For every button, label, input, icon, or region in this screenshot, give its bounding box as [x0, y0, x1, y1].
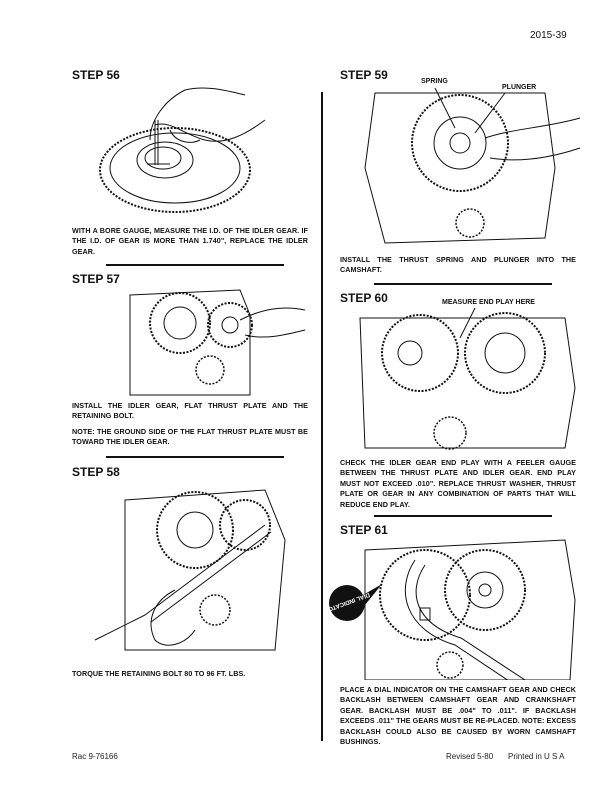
step-60-text: CHECK THE IDLER GEAR END PLAY WITH A FEE…: [340, 458, 576, 509]
engine-housing: [365, 93, 555, 243]
step-57-title: STEP 57: [72, 272, 120, 286]
spring-callout: SPRING: [421, 78, 448, 85]
plunger-callout: PLUNGER: [502, 84, 537, 91]
page-number: 2015-39: [530, 30, 567, 41]
idler-gear-outer: [100, 128, 250, 212]
step-61-illustration: DIAL INDICATOR: [325, 520, 587, 680]
step-59-illustration: [345, 88, 585, 248]
step-59-text: INSTALL THE THRUST SPRING AND PLUNGER IN…: [340, 255, 576, 275]
hand-outline: [485, 118, 580, 160]
step-57-note: NOTE: THE GROUND SIDE OF THE FLAT THRUST…: [72, 427, 308, 447]
hand-outline: [150, 88, 265, 142]
idler-gear-bore: [145, 147, 181, 169]
step-60-illustration: [345, 308, 585, 453]
step-58-illustration: [85, 480, 310, 655]
step-57-text: INSTALL THE IDLER GEAR, FLAT THRUST PLAT…: [72, 401, 308, 421]
step-60-title: STEP 60: [340, 291, 388, 305]
torque-wrench: [95, 525, 271, 640]
idler-gear: [220, 500, 270, 550]
step-56-text: WITH A BORE GAUGE, MEASURE THE I.D. OF T…: [72, 226, 308, 256]
column-divider: [321, 92, 323, 741]
section-divider: [374, 515, 552, 517]
hand-outline: [240, 308, 305, 337]
footer-printed: Printed in U S A: [508, 752, 565, 761]
hand-outline: [151, 590, 195, 645]
crankshaft-gear: [196, 356, 224, 384]
camshaft-gear: [445, 550, 525, 630]
camshaft-gear: [150, 293, 210, 353]
measure-end-play-callout: MEASURE END PLAY HERE: [442, 299, 535, 306]
footer-document-code: Rac 9-76166: [72, 752, 118, 761]
engine-housing: [360, 318, 575, 448]
step-61-title: STEP 61: [340, 523, 388, 537]
camshaft-gear: [157, 492, 233, 568]
section-divider: [374, 283, 552, 285]
engine-housing: [365, 540, 575, 680]
crankshaft-gear: [200, 595, 230, 625]
step-58-text: TORQUE THE RETAINING BOLT 80 TO 96 FT. L…: [72, 669, 246, 678]
dial-indicator-badge: [329, 584, 382, 621]
crankshaft-gear-large: [380, 550, 470, 640]
idler-gear-hub: [137, 142, 193, 178]
idler-gear: [382, 315, 458, 391]
step-58-title: STEP 58: [72, 465, 120, 479]
idler-gear-rim: [110, 133, 240, 203]
footer-revised: Revised 5-80: [446, 752, 494, 761]
camshaft-gear: [465, 313, 545, 393]
step-61-text: PLACE A DIAL INDICATOR ON THE CAMSHAFT G…: [340, 685, 576, 747]
step-56-illustration: [95, 80, 295, 215]
idler-gear: [208, 303, 252, 347]
dial-indicator-arm: [405, 560, 525, 680]
step-57-illustration: [110, 285, 310, 397]
crankshaft-gear: [434, 417, 466, 449]
engine-housing: [130, 290, 250, 395]
camshaft-gear: [412, 95, 508, 191]
section-divider: [106, 264, 284, 266]
step-56-title: STEP 56: [72, 68, 120, 82]
crankshaft-gear: [456, 209, 484, 237]
crankshaft-gear: [437, 652, 463, 678]
section-divider: [106, 456, 284, 458]
step-59-title: STEP 59: [340, 68, 388, 82]
